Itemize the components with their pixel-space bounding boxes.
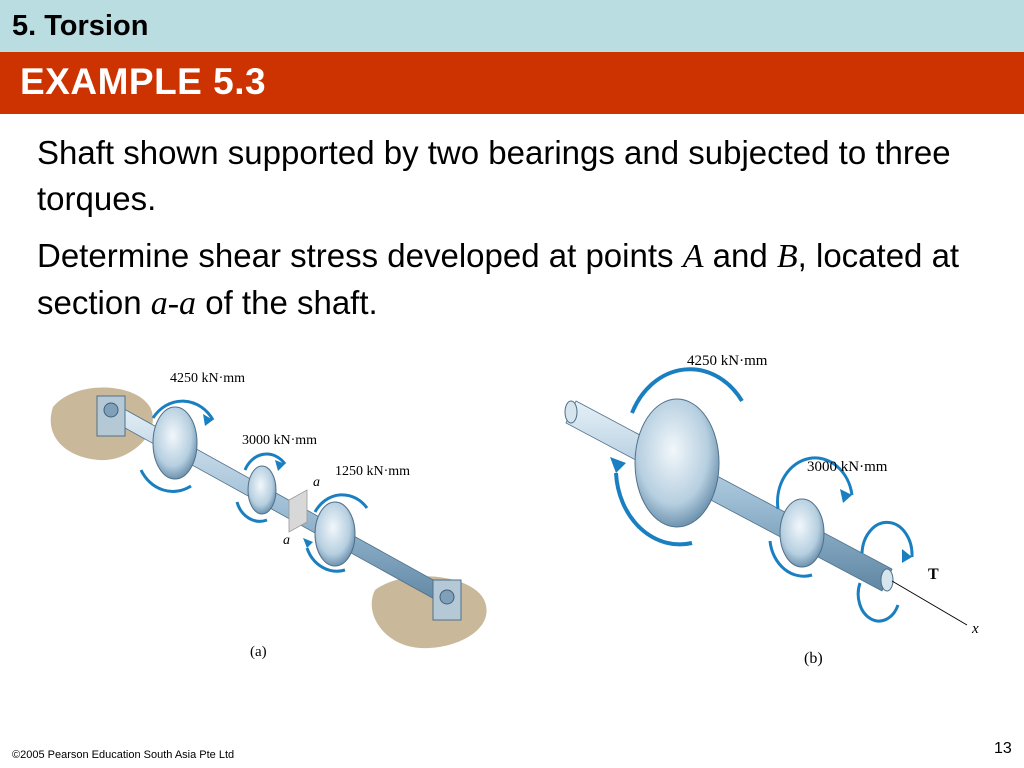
torque-arrow-1b: [139, 469, 192, 493]
point-a-label: A: [682, 238, 704, 275]
header-bar: 5. Torsion: [0, 0, 1024, 52]
page-number: 13: [994, 740, 1012, 757]
section-aa-label: a-a: [150, 285, 197, 322]
left-bearing-hole: [103, 402, 119, 418]
reaction-arrowhead: [902, 549, 912, 563]
x-axis-line: [891, 580, 968, 626]
small-torque-arrow-b: [768, 540, 813, 578]
torque-arrow-3b: [305, 547, 346, 573]
large-torque-arrow-b: [614, 472, 693, 547]
torque-label-1: 4250 kN·mm: [170, 371, 245, 386]
figure-b: 4250 kN·mm 3000 kN·mm T x (b): [562, 343, 992, 673]
slide-title: EXAMPLE 5.3: [20, 61, 267, 102]
reaction-torque-arrow-b: [856, 582, 900, 623]
p2-text-3: , located at section: [37, 237, 960, 321]
torque-arrow-3: [313, 493, 369, 513]
disc-1: [152, 406, 198, 480]
p2-text-2: and: [703, 237, 777, 274]
shaft-end-left: [564, 400, 578, 424]
copyright-footer: ©2005 Pearson Education South Asia Pte L…: [12, 749, 235, 761]
figure-a-drawing: 4250 kN·mm 3000 kN·mm 1250 kN·mm a a (a): [50, 371, 487, 660]
disc-2: [247, 465, 277, 515]
figure-b-caption: (b): [804, 650, 823, 667]
section-title: 5. Torsion: [12, 10, 149, 42]
right-bearing-hole: [439, 589, 455, 605]
small-torque-arrow: [776, 456, 854, 510]
arrowhead-2: [275, 460, 285, 471]
torque-arrow-2b: [235, 501, 268, 523]
section-label-top: a: [313, 475, 320, 490]
p2-text-4: of the shaft.: [196, 284, 378, 321]
large-arrowhead: [610, 457, 626, 473]
reaction-torque-arrow: [860, 521, 914, 558]
title-bar: EXAMPLE 5.3: [0, 52, 1024, 114]
figure-a: 4250 kN·mm 3000 kN·mm 1250 kN·mm a a (a): [45, 352, 500, 670]
x-axis-label: x: [971, 621, 979, 637]
disc-3: [314, 501, 356, 567]
figure-a-caption: (a): [250, 644, 267, 660]
figure-b-drawing: 4250 kN·mm 3000 kN·mm T x (b): [564, 353, 979, 667]
large-torque-arrow: [630, 367, 744, 414]
paragraph-2: Determine shear stress developed at poin…: [37, 233, 997, 327]
torque-arrow-2: [243, 452, 287, 471]
torque-arrow-1: [151, 399, 215, 421]
torque-label-3: 1250 kN·mm: [335, 464, 410, 479]
arrowhead-1: [203, 414, 213, 426]
small-arrowhead: [840, 489, 852, 503]
point-b-label: B: [776, 238, 798, 275]
p2-text-1: Determine shear stress developed at poin…: [37, 237, 683, 274]
paragraph-1: Shaft shown supported by two bearings an…: [37, 134, 951, 217]
torque-label-b1: 4250 kN·mm: [687, 353, 768, 369]
shaft-end-right: [880, 568, 894, 592]
section-label-bottom: a: [283, 533, 290, 548]
section-plane: [288, 489, 308, 533]
small-disc: [779, 498, 825, 568]
large-disc: [634, 398, 720, 528]
torque-label-b2: 3000 kN·mm: [807, 459, 888, 475]
reaction-label: T: [928, 566, 939, 583]
arrowhead-3: [303, 538, 313, 548]
torque-label-2: 3000 kN·mm: [242, 433, 317, 448]
